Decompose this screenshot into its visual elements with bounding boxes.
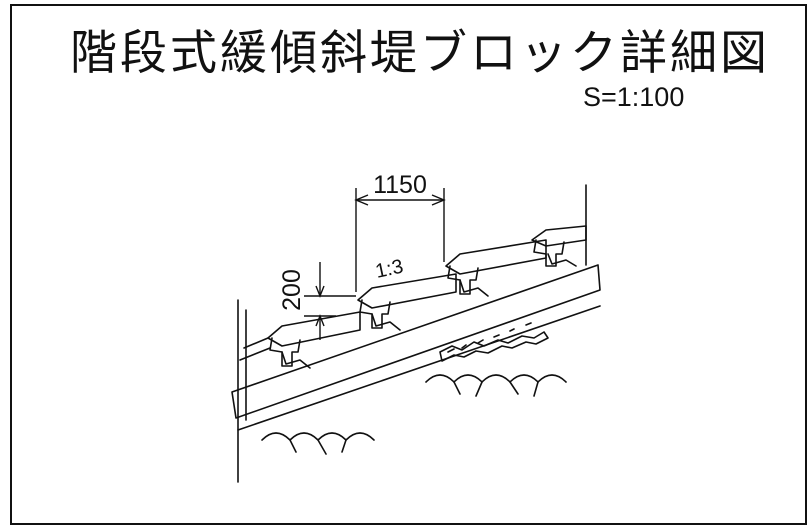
subgrade-riprap-right <box>425 374 567 383</box>
slope-label: 1:3 <box>373 256 405 283</box>
width-dimension-label: 1150 <box>373 171 427 199</box>
base-slab <box>231 264 601 419</box>
step-block-2 <box>357 273 457 331</box>
height-dimension-label: 200 <box>278 269 306 311</box>
step-block-1 <box>267 311 361 369</box>
sheet-border <box>10 4 807 525</box>
riprap-joints <box>289 381 539 455</box>
scale-label: S=1:100 <box>583 82 685 112</box>
rubble-boundary <box>237 305 601 431</box>
step-block-4 <box>531 225 587 267</box>
step-block-3 <box>445 239 547 297</box>
dimension-width <box>354 188 446 292</box>
partial-block-edge <box>239 337 271 361</box>
drawing-title: 階段式緩傾斜堤ブロック詳細図 <box>70 26 770 81</box>
subgrade-riprap-left <box>261 432 375 441</box>
gravel-texture <box>447 322 532 353</box>
dimension-height <box>304 262 356 340</box>
